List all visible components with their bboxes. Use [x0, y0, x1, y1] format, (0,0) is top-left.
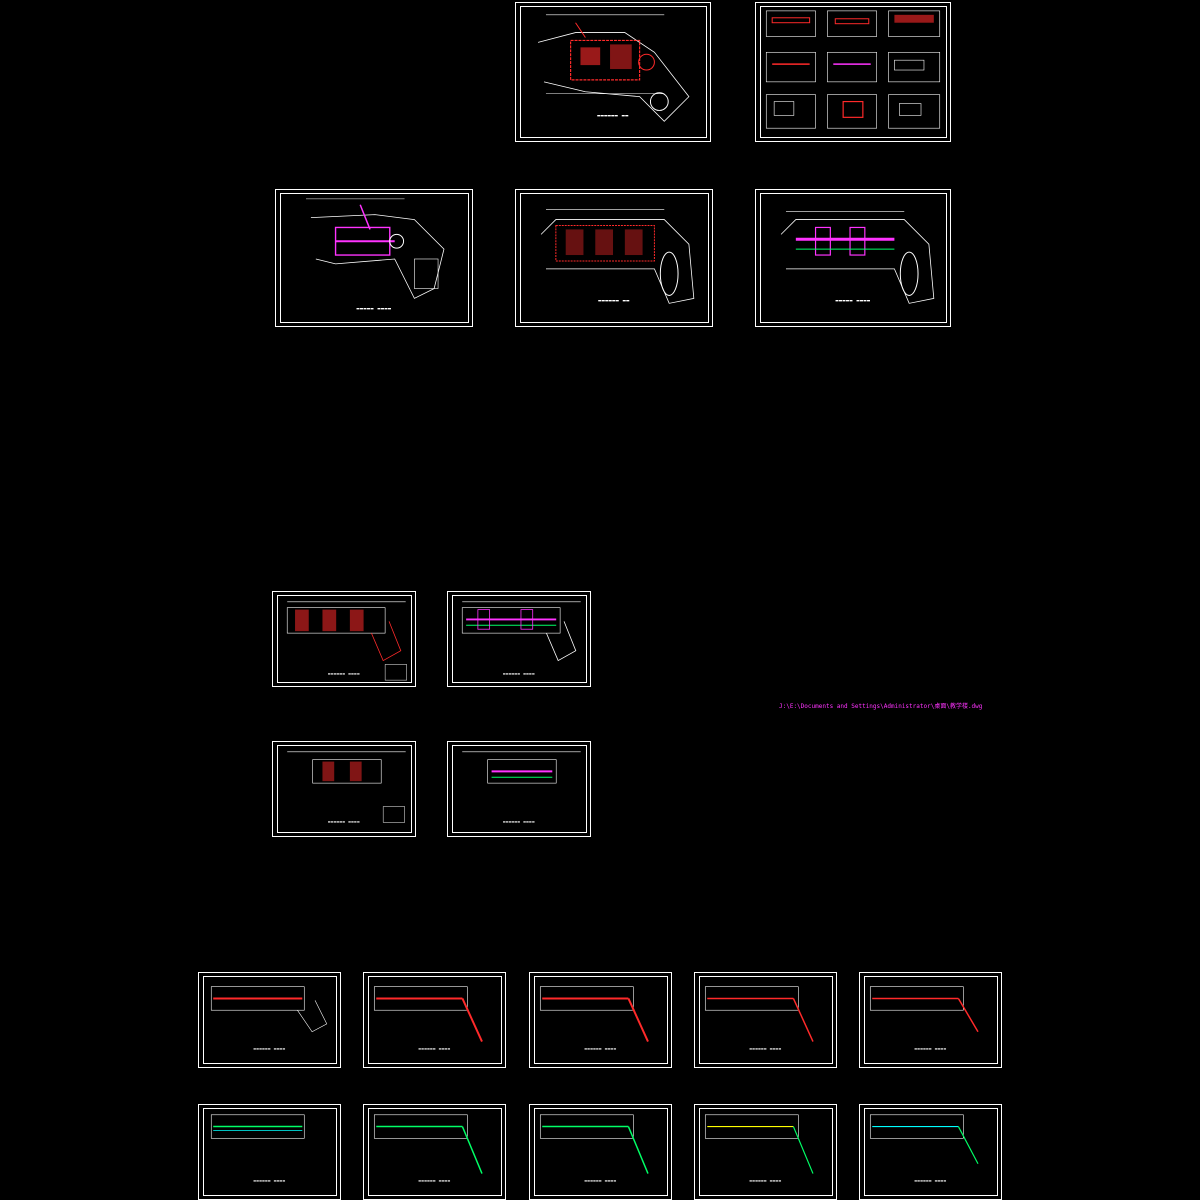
drawing-sheet-3[interactable]: ▬▬▬▬▬ ▬▬▬▬ [275, 189, 473, 327]
drawing-sheet-11[interactable]: ▬▬▬▬▬▬ ▬▬▬▬ [363, 972, 506, 1068]
sheet-title-label: ▬▬▬▬▬▬ ▬▬▬▬ [749, 1046, 782, 1051]
floor-plan-drawing [539, 1114, 649, 1174]
drawing-sheet-7[interactable]: ▬▬▬▬▬▬ ▬▬▬▬ [447, 591, 591, 687]
floor-plan-drawing [704, 986, 814, 1042]
floor-plan-drawing [461, 601, 581, 662]
sheet-inner-frame [534, 1108, 668, 1196]
floor-plan-drawing [869, 1114, 979, 1165]
drawing-sheet-12[interactable]: ▬▬▬▬▬▬ ▬▬▬▬ [529, 972, 672, 1068]
sheet-inner-frame [520, 6, 707, 138]
sheet-title-label: ▬▬▬▬▬▬ ▬▬▬▬ [253, 1046, 286, 1051]
sheet-title-label: ▬▬▬▬▬ ▬▬▬▬ [356, 306, 392, 312]
drawing-sheet-19[interactable]: ▬▬▬▬▬▬ ▬▬▬▬ [859, 1104, 1002, 1200]
floor-plan-drawing [373, 986, 483, 1042]
drawing-sheet-14[interactable]: ▬▬▬▬▬▬ ▬▬▬▬ [859, 972, 1002, 1068]
floor-plan-drawing [780, 211, 935, 304]
floor-plan-drawing [210, 986, 328, 1033]
drawing-sheet-13[interactable]: ▬▬▬▬▬▬ ▬▬▬▬ [694, 972, 837, 1068]
sheet-title-label: ▬▬▬▬▬▬ ▬▬▬▬ [584, 1046, 617, 1051]
floor-plan-drawing [210, 1114, 305, 1139]
floor-plan-drawing [462, 751, 581, 784]
sheet-inner-frame [277, 595, 412, 683]
floor-plan-drawing [373, 1114, 483, 1174]
sheet-inner-frame [864, 976, 998, 1064]
drawing-sheet-18[interactable]: ▬▬▬▬▬▬ ▬▬▬▬ [694, 1104, 837, 1200]
sheet-title-label: ▬▬▬▬▬▬ ▬▬▬▬ [914, 1046, 947, 1051]
sheet-title-label: ▬▬▬▬▬▬ ▬▬▬▬ [584, 1178, 617, 1183]
drawing-sheet-15[interactable]: ▬▬▬▬▬▬ ▬▬▬▬ [198, 1104, 341, 1200]
floor-plan-drawing [286, 601, 407, 681]
sheet-inner-frame [277, 745, 412, 833]
sheet-inner-frame [760, 6, 947, 138]
sheet-title-label: ▬▬▬▬▬▬ ▬▬▬▬ [749, 1178, 782, 1183]
drawing-sheet-4[interactable]: ▬▬▬▬▬▬ ▬▬ [515, 189, 713, 327]
floor-plan-drawing [287, 751, 406, 823]
floor-plan-drawing [306, 198, 445, 299]
floor-plan-drawing [704, 1114, 814, 1174]
drawing-sheet-9[interactable]: ▬▬▬▬▬▬ ▬▬▬▬ [447, 741, 591, 837]
sheet-title-label: ▬▬▬▬▬▬ ▬▬▬▬ [503, 819, 535, 824]
sheet-inner-frame [534, 976, 668, 1064]
detail-drawings [765, 10, 941, 129]
drawing-sheet-16[interactable]: ▬▬▬▬▬▬ ▬▬▬▬ [363, 1104, 506, 1200]
sheet-inner-frame [203, 1108, 337, 1196]
sheet-inner-frame [520, 193, 709, 323]
drawing-sheet-6[interactable]: ▬▬▬▬▬▬ ▬▬▬▬ [272, 591, 416, 687]
floor-plan-drawing [537, 14, 690, 122]
sheet-title-label: ▬▬▬▬▬▬ ▬▬ [598, 298, 630, 304]
sheet-inner-frame [452, 745, 587, 833]
sheet-title-label: ▬▬▬▬▬▬ ▬▬ [597, 113, 629, 119]
floor-plan-drawing [540, 209, 695, 304]
sheet-title-label: ▬▬▬▬▬▬ ▬▬▬▬ [328, 671, 360, 676]
file-path-text: J:\E:\Documents and Settings\Administrat… [779, 703, 983, 710]
sheet-inner-frame [280, 193, 469, 323]
floor-plan-drawing [869, 986, 979, 1033]
sheet-title-label: ▬▬▬▬▬▬ ▬▬▬▬ [418, 1046, 451, 1051]
drawing-sheet-17[interactable]: ▬▬▬▬▬▬ ▬▬▬▬ [529, 1104, 672, 1200]
sheet-title-label: ▬▬▬▬▬▬ ▬▬▬▬ [914, 1178, 947, 1183]
sheet-inner-frame [203, 976, 337, 1064]
sheet-inner-frame [368, 1108, 502, 1196]
drawing-sheet-1[interactable]: ▬▬▬▬▬▬ ▬▬ [515, 2, 711, 142]
sheet-inner-frame [864, 1108, 998, 1196]
floor-plan-drawing [539, 986, 649, 1042]
sheet-title-label: ▬▬▬▬▬▬ ▬▬▬▬ [503, 671, 535, 676]
drawing-sheet-2[interactable] [755, 2, 951, 142]
drawing-sheet-10[interactable]: ▬▬▬▬▬▬ ▬▬▬▬ [198, 972, 341, 1068]
sheet-inner-frame [452, 595, 587, 683]
drawing-sheet-5[interactable]: ▬▬▬▬▬ ▬▬▬▬ [755, 189, 951, 327]
sheet-title-label: ▬▬▬▬▬ ▬▬▬▬ [835, 298, 871, 304]
sheet-title-label: ▬▬▬▬▬▬ ▬▬▬▬ [328, 819, 360, 824]
sheet-title-label: ▬▬▬▬▬▬ ▬▬▬▬ [253, 1178, 286, 1183]
sheet-inner-frame [699, 976, 833, 1064]
sheet-title-label: ▬▬▬▬▬▬ ▬▬▬▬ [418, 1178, 451, 1183]
sheet-inner-frame [699, 1108, 833, 1196]
sheet-inner-frame [760, 193, 947, 323]
drawing-sheet-8[interactable]: ▬▬▬▬▬▬ ▬▬▬▬ [272, 741, 416, 837]
sheet-inner-frame [368, 976, 502, 1064]
